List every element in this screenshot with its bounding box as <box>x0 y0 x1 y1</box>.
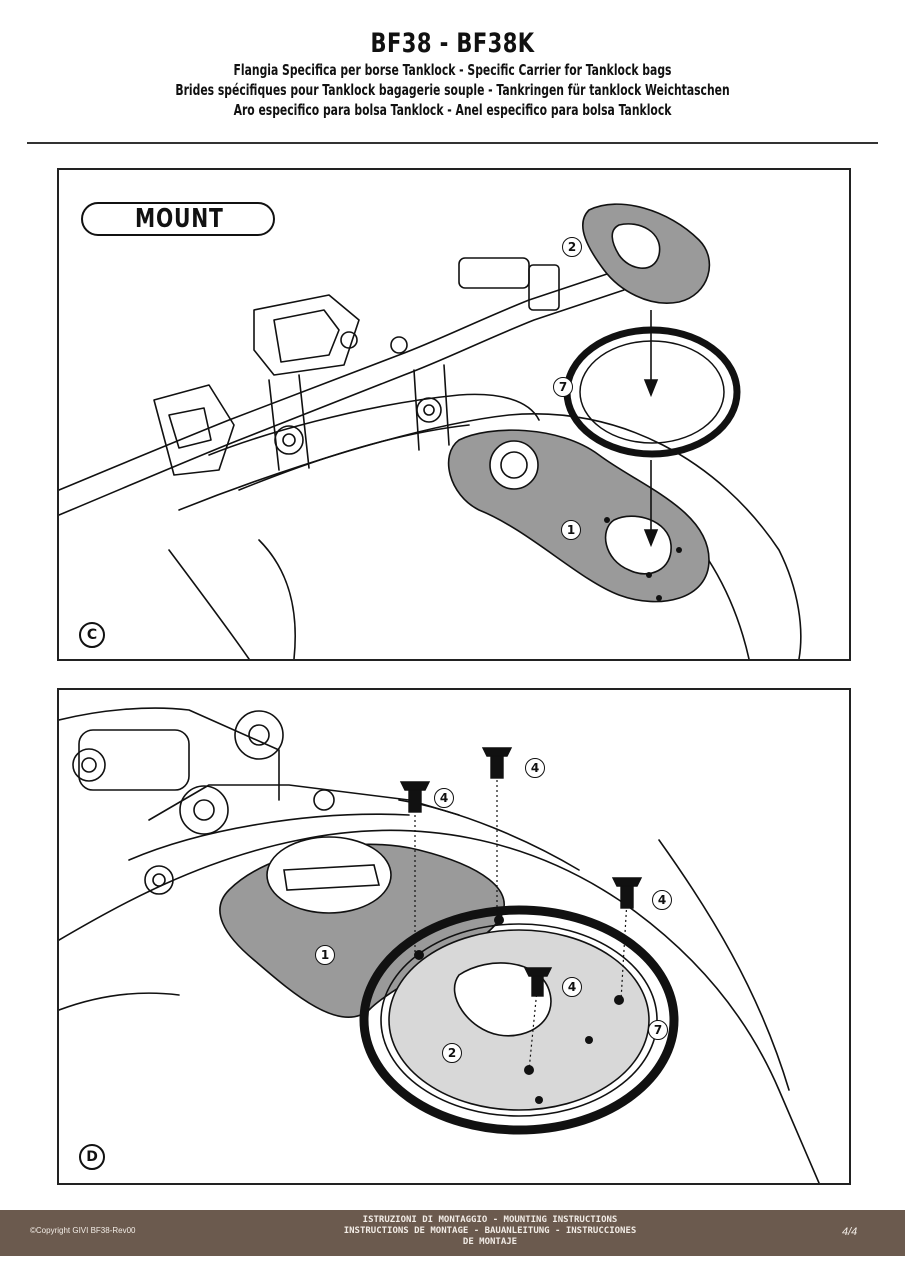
subtitle-line-3: Aro especifico para bolsa Tanklock - Ane… <box>233 101 672 119</box>
footer-copyright: ©Copyright GIVI BF38-Rev00 <box>30 1226 136 1235</box>
callout-part-7: 7 <box>553 377 573 397</box>
callout-screw-4-b: 4 <box>525 758 545 778</box>
footer-instructions: ISTRUZIONI DI MONTAGGIO - MOUNTING INSTR… <box>250 1215 730 1248</box>
callout-screw-4-c: 4 <box>652 890 672 910</box>
panel-c-mount-illustration: MOUNT 2 7 1 C <box>57 168 851 661</box>
document-footer: ©Copyright GIVI BF38-Rev00 ISTRUZIONI DI… <box>0 1210 905 1256</box>
step-c-badge: C <box>79 622 105 648</box>
mount-label-frame: MOUNT <box>81 202 275 236</box>
footer-line-1: ISTRUZIONI DI MONTAGGIO - MOUNTING INSTR… <box>362 1215 618 1225</box>
footer-line-3: DE MONTAJE <box>462 1237 518 1247</box>
callout-part-1: 1 <box>315 945 335 965</box>
document-header: BF38 - BF38K Flangia Specifica per borse… <box>0 28 905 120</box>
panel-c-drawing <box>59 203 802 659</box>
callout-part-1: 1 <box>561 520 581 540</box>
document-title: BF38 - BF38K <box>370 28 535 59</box>
mount-label: MOUNT <box>135 204 224 234</box>
header-divider <box>27 142 878 144</box>
callout-part-2: 2 <box>442 1043 462 1063</box>
footer-line-2: INSTRUCTIONS DE MONTAGE - BAUANLEITUNG -… <box>343 1226 637 1236</box>
panel-d-drawing <box>59 707 820 1183</box>
subtitle-line-2: Brides spécifiques pour Tanklock bagager… <box>175 81 730 99</box>
callout-part-2: 2 <box>562 237 582 257</box>
page-number: 4/4 <box>842 1226 858 1238</box>
step-d-badge: D <box>79 1144 105 1170</box>
callout-screw-4-a: 4 <box>434 788 454 808</box>
callout-part-7: 7 <box>648 1020 668 1040</box>
panel-d-installed-illustration: 4 4 4 4 1 2 7 D <box>57 688 851 1185</box>
subtitle-line-1: Flangia Specifica per borse Tanklock - S… <box>233 61 672 79</box>
callout-screw-4-d: 4 <box>562 977 582 997</box>
